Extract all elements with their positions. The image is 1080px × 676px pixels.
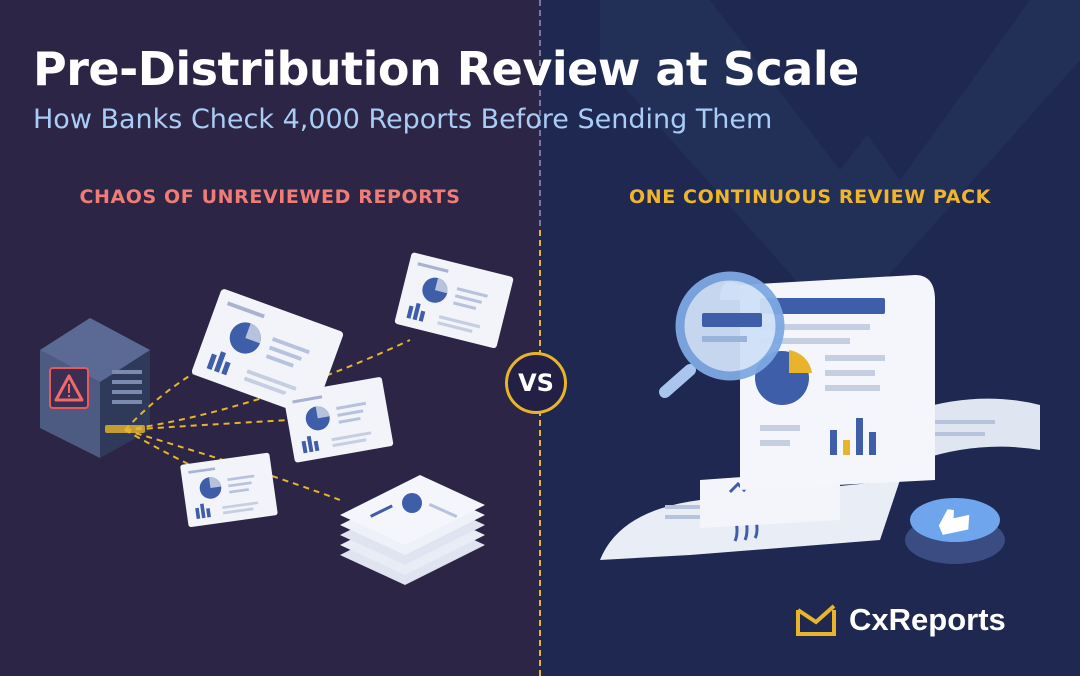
page-subtitle: How Banks Check 4,000 Reports Before Sen…: [33, 104, 773, 135]
thumbs-up-icon: [905, 498, 1005, 564]
brand-logo: CxReports: [795, 600, 1006, 640]
vs-badge: VS: [505, 352, 567, 414]
report-stack-icon: [340, 475, 485, 585]
left-section-label: CHAOS OF UNREVIEWED REPORTS: [79, 186, 461, 208]
brand-name: CxReports: [849, 602, 1006, 637]
page-title: Pre-Distribution Review at Scale: [33, 42, 859, 96]
bar-chart-icon: [760, 418, 876, 455]
magnifier-icon: [659, 271, 785, 398]
divider-line-accent: [539, 230, 541, 676]
report-document-icon: [394, 252, 514, 349]
continuous-report-scroll-icon: [600, 275, 1040, 560]
warning-icon: [49, 367, 89, 409]
envelope-logo-icon: [796, 604, 836, 636]
right-section-label: ONE CONTINUOUS REVIEW PACK: [629, 186, 991, 208]
report-document-icon: [180, 452, 278, 528]
background-chevron-pattern: [600, 0, 1080, 330]
